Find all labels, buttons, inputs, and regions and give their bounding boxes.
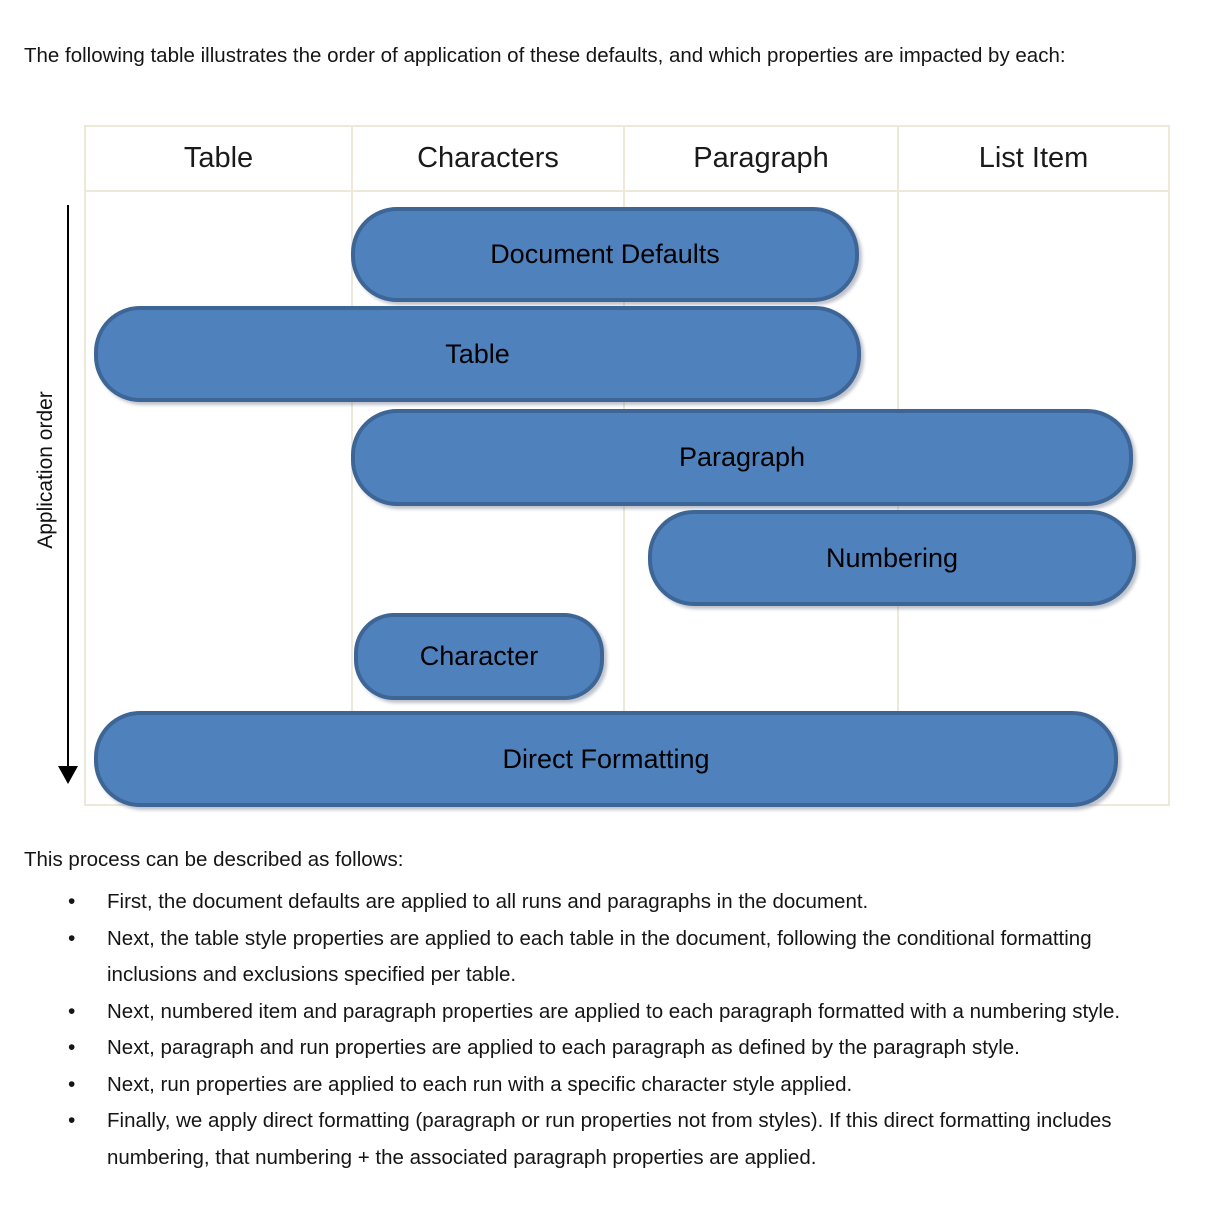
shape-character: Character <box>354 613 604 700</box>
defaults-application-diagram: Table Characters Paragraph List Item Doc… <box>84 125 1170 807</box>
list-item: First, the document defaults are applied… <box>24 884 1140 921</box>
process-bullet-list: First, the document defaults are applied… <box>24 884 1140 1176</box>
header-divider <box>86 190 1168 192</box>
application-order-arrow-line <box>67 205 69 768</box>
arrow-down-icon <box>58 766 78 784</box>
column-header-characters: Characters <box>417 142 559 174</box>
shape-table: Table <box>94 306 861 402</box>
column-header-paragraph: Paragraph <box>693 142 829 174</box>
list-item: Next, numbered item and paragraph proper… <box>24 994 1140 1031</box>
process-heading: This process can be described as follows… <box>24 847 404 871</box>
list-item: Next, paragraph and run properties are a… <box>24 1030 1140 1067</box>
column-header-list-item: List Item <box>978 142 1089 174</box>
shape-direct-formatting: Direct Formatting <box>94 711 1118 807</box>
list-item: Finally, we apply direct formatting (par… <box>24 1103 1140 1176</box>
application-order-axis-label: Application order <box>34 391 57 549</box>
intro-paragraph: The following table illustrates the orde… <box>24 43 1066 67</box>
shape-paragraph: Paragraph <box>351 409 1133 506</box>
column-header-table: Table <box>183 142 254 174</box>
shape-document-defaults: Document Defaults <box>351 207 859 302</box>
list-item: Next, the table style properties are app… <box>24 921 1140 994</box>
list-item: Next, run properties are applied to each… <box>24 1067 1140 1104</box>
shape-numbering: Numbering <box>648 510 1136 606</box>
